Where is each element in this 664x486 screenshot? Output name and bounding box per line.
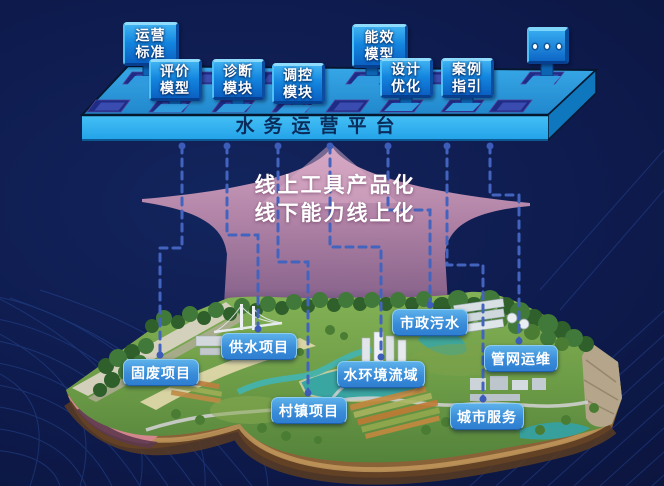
module-label-line: 运营 — [135, 27, 166, 43]
island-label-solid-waste: 固废项目 — [123, 359, 199, 386]
island-label-water-supply: 供水项目 — [221, 333, 297, 360]
module-label-line: 模型 — [160, 80, 190, 96]
module-design-optimization: 设计 优化 — [380, 58, 433, 98]
module-label-line: 指引 — [452, 78, 482, 94]
island-label-water-environment: 水环境流域 — [337, 361, 425, 388]
module-diagnosis: 诊断 模块 — [212, 59, 265, 100]
connector-lines — [158, 144, 521, 400]
treatment-plant — [453, 298, 505, 333]
module-label-line: 标准 — [135, 44, 166, 60]
island-label-city-services: 城市服务 — [450, 403, 524, 430]
module-label-line: 诊断 — [223, 62, 253, 79]
module-label-line: 评价 — [160, 63, 190, 79]
arrow-slogan-line2: 线下能力线上化 — [254, 202, 416, 225]
module-label-line: 模块 — [223, 79, 253, 96]
module-evaluation-model: 评价 模型 — [149, 59, 202, 101]
connector-dots — [156, 142, 523, 403]
module-regulation: 调控 模块 — [272, 63, 325, 104]
island-label-pipe-network-om: 管网运维 — [484, 345, 558, 372]
module-label-line: 设计 — [391, 61, 421, 77]
arrow-slogan-line1: 线上工具产品化 — [254, 174, 416, 197]
platform-graphic — [79, 57, 599, 142]
module-label-line: 优化 — [391, 78, 421, 94]
module-label-line: 调控 — [283, 66, 313, 83]
ellipsis-icon — [557, 43, 561, 49]
more-modules-cube — [527, 27, 569, 64]
ellipsis-icon — [545, 43, 549, 49]
arrow-slogan: 线上工具产品化 线下能力线上化 — [196, 172, 474, 228]
ellipsis-icon — [533, 43, 537, 49]
island-label-municipal-sewage: 市政污水 — [392, 309, 468, 336]
module-label-line: 案例 — [452, 61, 482, 77]
city-blocks — [470, 376, 546, 401]
module-label-line: 模块 — [283, 83, 313, 100]
island-label-town-projects: 村镇项目 — [271, 397, 347, 424]
module-operation-standard: 运营 标准 — [123, 22, 179, 66]
module-label-line: 能效 — [364, 29, 395, 45]
platform-title: 水务运营平台 — [235, 116, 404, 137]
module-case-guide: 案例 指引 — [441, 58, 494, 98]
